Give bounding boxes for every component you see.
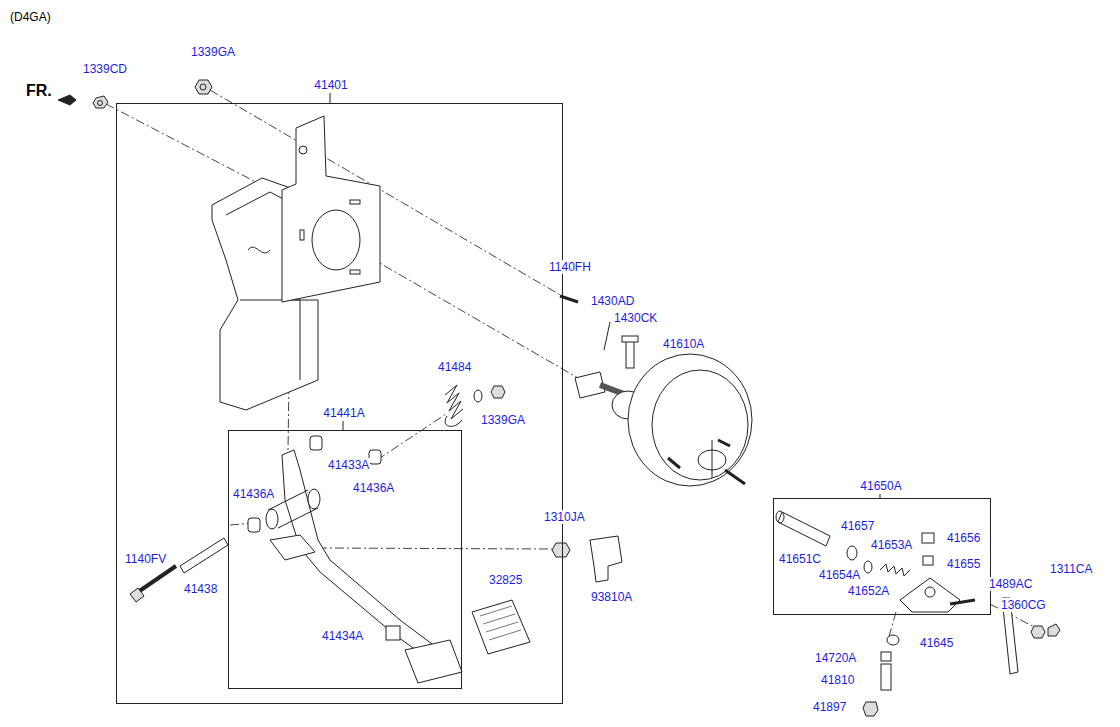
callout-number: 93810A — [590, 590, 633, 604]
callout-number: 41433A — [327, 458, 370, 472]
callout-number: 41484 — [437, 360, 472, 374]
callout-number: 1311CA — [1049, 562, 1093, 576]
callout-number: 1339CD — [82, 62, 128, 76]
callout-number: 1339GA — [480, 413, 526, 427]
callout-number: 1140FH — [548, 260, 592, 274]
callout-number: 14720A — [814, 651, 857, 665]
callout-number: 1430CK — [613, 311, 658, 325]
callout-number: 41897 — [812, 700, 847, 714]
callout-number: 41436A — [352, 481, 395, 495]
callout-number: 41655 — [946, 557, 981, 571]
front-indicator: FR. — [25, 82, 53, 100]
callout-number: 41656 — [946, 531, 981, 545]
callout-number: 41436A — [232, 487, 275, 501]
callout-number: 41810 — [820, 673, 855, 687]
callout-number: 41610A — [662, 337, 705, 351]
callout-number: 1339GA — [190, 45, 236, 59]
callout-number: 41657 — [840, 519, 875, 533]
group-number: 41650A — [859, 479, 902, 493]
callout-number: 41645 — [919, 636, 954, 650]
callout-number: 41434A — [321, 629, 364, 643]
callout-number: 1489AC — [988, 577, 1033, 591]
part-group-box: 4140141441A — [116, 103, 563, 704]
callout-number: 41654A — [818, 568, 861, 582]
callout-number: 32825 — [488, 573, 523, 587]
callout-number: 41653A — [870, 538, 913, 552]
callout-number: 41438 — [183, 582, 218, 596]
callout-number: 1310JA — [543, 510, 586, 524]
group-number: 41441A — [322, 406, 365, 420]
callout-number: 1140FV — [124, 552, 167, 566]
callout-number: 1430AD — [590, 294, 635, 308]
group-number: 41401 — [313, 78, 348, 92]
callout-number: 1360CG — [1000, 598, 1047, 612]
diagram-title: (D4GA) — [10, 10, 51, 24]
callout-number: 41651C — [778, 552, 822, 566]
callout-number: 41652A — [847, 584, 890, 598]
